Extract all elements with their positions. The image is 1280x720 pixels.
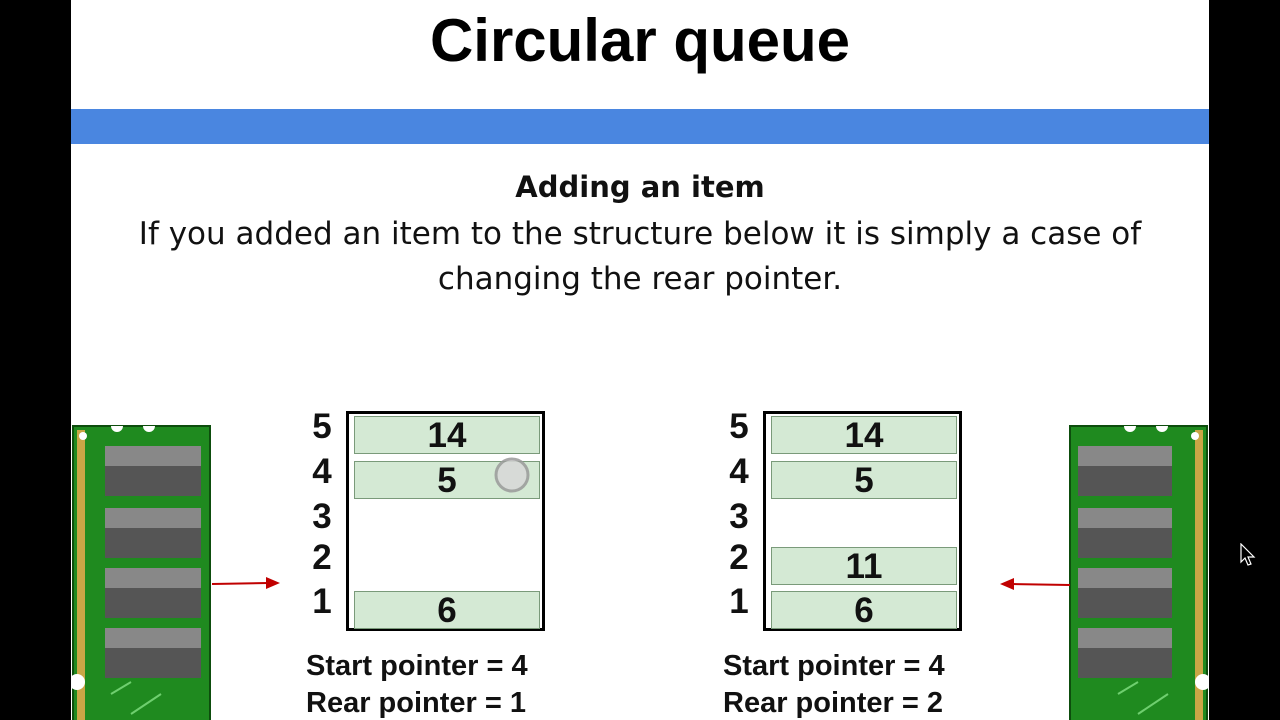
before-index-4: 4: [312, 452, 332, 491]
after-cell-4: 5: [771, 461, 957, 500]
before-index-5: 5: [312, 407, 332, 446]
before-index-2: 2: [312, 538, 332, 577]
before-cell-5: 14: [354, 416, 540, 455]
after-index-4: 4: [729, 452, 749, 491]
arrow-right-icon: [212, 577, 280, 589]
start-pointer-after: Start pointer = 4: [723, 650, 945, 682]
slide: Circular queue Adding an item If you add…: [71, 0, 1209, 720]
before-index-3: 3: [312, 497, 332, 536]
ram-module-left-icon: [71, 425, 211, 720]
ram-module-right-icon: [1069, 425, 1209, 720]
before-index-1: 1: [312, 582, 332, 621]
rear-pointer-before: Rear pointer = 1: [306, 687, 526, 719]
before-cell-1: 6: [354, 591, 540, 630]
after-cell-2: 11: [771, 547, 957, 586]
after-index-3: 3: [729, 497, 749, 536]
slide-description: If you added an item to the structure be…: [138, 216, 1142, 297]
after-index-2: 2: [729, 538, 749, 577]
queue-after: 14 5 11 6: [763, 411, 962, 631]
start-pointer-before: Start pointer = 4: [306, 650, 528, 682]
rear-pointer-after: Rear pointer = 2: [723, 687, 943, 719]
slide-subtitle: Adding an item: [515, 170, 765, 204]
mouse-cursor-icon: [1240, 543, 1256, 566]
arrow-left-icon: [1000, 578, 1070, 590]
after-cell-5: 14: [771, 416, 957, 455]
after-index-5: 5: [729, 407, 749, 446]
after-cell-1: 6: [771, 591, 957, 630]
after-index-1: 1: [729, 582, 749, 621]
accent-bar: [71, 109, 1209, 144]
slide-title: Circular queue: [429, 7, 851, 74]
laser-pointer-icon: [494, 457, 530, 493]
